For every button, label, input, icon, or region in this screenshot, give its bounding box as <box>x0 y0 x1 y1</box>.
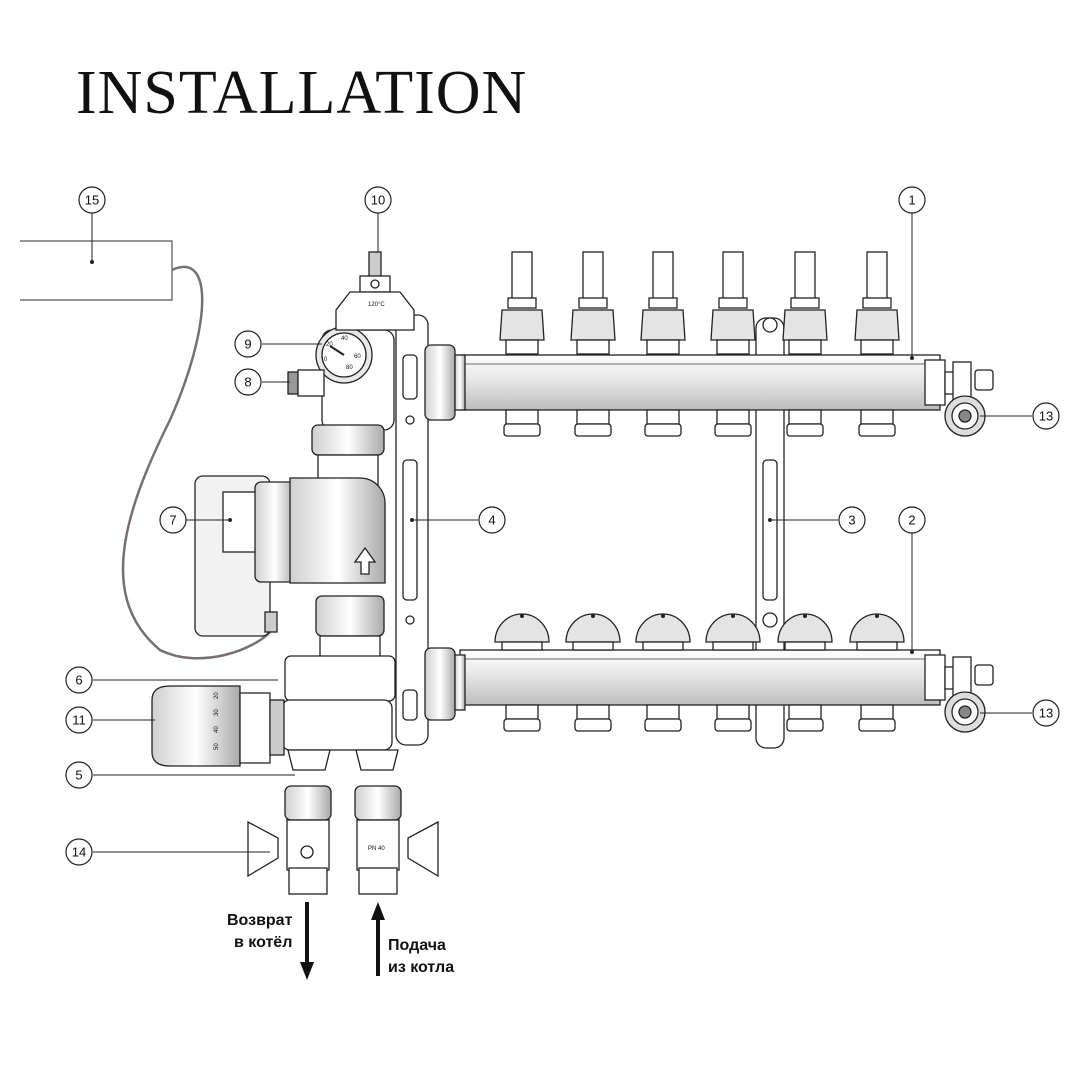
outlet-fitting <box>644 409 682 437</box>
gauge-tick-20: 20 <box>326 342 333 348</box>
callout-number: 13 <box>1039 409 1053 424</box>
head-tick-40: 40 <box>214 726 220 733</box>
valve-cap <box>849 613 905 651</box>
callout-number: 7 <box>169 513 176 528</box>
gauge-tick-0: 0 <box>324 357 328 363</box>
callout-15: 15 <box>78 186 106 214</box>
outlet-fitting <box>503 409 541 437</box>
flow-meter <box>710 251 756 355</box>
flow-meters <box>499 251 900 355</box>
return-caption-line1: Возврат <box>227 912 293 929</box>
callout-number: 5 <box>75 768 82 783</box>
supply-manifold <box>459 354 964 411</box>
callout-number: 6 <box>75 673 82 688</box>
drain-valve-top <box>944 361 994 437</box>
callout-number: 2 <box>908 513 915 528</box>
callout-11: 11 <box>65 706 93 734</box>
return-arrow <box>300 902 314 980</box>
valve-cap <box>705 613 761 651</box>
callout-number: 13 <box>1039 706 1053 721</box>
callout-4: 4 <box>478 506 506 534</box>
callout-6: 6 <box>65 666 93 694</box>
mounting-bracket-left <box>395 314 429 746</box>
outlet-fitting <box>858 409 896 437</box>
callout-number: 14 <box>72 845 86 860</box>
callout-8: 8 <box>234 368 262 396</box>
callout-13: 13 <box>1032 699 1060 727</box>
gauge-tick-80: 80 <box>346 365 353 371</box>
outlet-fitting <box>574 704 612 732</box>
callout-13: 13 <box>1032 402 1060 430</box>
safety-thermostat <box>335 251 415 331</box>
outlet-fitting <box>714 704 752 732</box>
outlet-fitting <box>786 409 824 437</box>
supply-caption-line1: Подача <box>388 937 446 954</box>
outlet-fittings <box>503 409 896 732</box>
union-nuts <box>424 344 466 721</box>
outlet-fitting <box>644 704 682 732</box>
valve-cap <box>777 613 833 651</box>
outlet-fitting <box>714 409 752 437</box>
callout-number: 8 <box>244 375 251 390</box>
valve-rating-right: PN 40 <box>368 846 385 852</box>
head-tick-20: 20 <box>214 692 220 699</box>
callout-3: 3 <box>838 506 866 534</box>
callout-10: 10 <box>364 186 392 214</box>
callout-7: 7 <box>159 506 187 534</box>
callout-14: 14 <box>65 838 93 866</box>
flow-meter <box>782 251 828 355</box>
outlet-fitting <box>503 704 541 732</box>
outlet-fitting <box>858 704 896 732</box>
valve-caps <box>494 613 905 651</box>
callout-number: 11 <box>72 713 86 728</box>
callout-9: 9 <box>234 330 262 358</box>
callout-dots <box>90 260 914 654</box>
supply-caption-line2: из котла <box>388 959 454 976</box>
gauge-tick-40: 40 <box>341 336 348 342</box>
temperature-gauge <box>315 326 373 384</box>
valve-cap <box>494 613 550 651</box>
valve-cap <box>565 613 621 651</box>
callout-bubbles: 1 2 3 4 5 6 7 8 9 10 11 13 13 14 15 <box>65 186 1060 866</box>
callout-number: 9 <box>244 337 251 352</box>
ball-valve-left <box>247 785 332 895</box>
callout-number: 15 <box>85 193 99 208</box>
flow-meter <box>640 251 686 355</box>
outlet-fitting <box>786 704 824 732</box>
page-title: INSTALLATION <box>76 59 528 127</box>
return-manifold <box>459 649 964 706</box>
ball-valve-right <box>354 785 439 895</box>
callout-number: 4 <box>488 513 495 528</box>
callout-number: 3 <box>848 513 855 528</box>
callout-5: 5 <box>65 761 93 789</box>
fill-port <box>287 369 325 397</box>
thermostat-max-label: 120°C <box>368 302 385 308</box>
return-caption-line2: в котёл <box>234 934 292 951</box>
callout-1: 1 <box>898 186 926 214</box>
circulation-pump <box>194 475 386 637</box>
room-controller <box>20 240 273 660</box>
head-tick-30: 30 <box>214 709 220 716</box>
head-tick-50: 50 <box>214 743 220 750</box>
gauge-tick-60: 60 <box>354 354 361 360</box>
supply-arrow <box>371 902 385 976</box>
callout-number: 1 <box>908 193 915 208</box>
valve-cap <box>635 613 691 651</box>
flow-meter <box>499 251 545 355</box>
thermostatic-head <box>151 685 285 767</box>
callout-number: 10 <box>371 193 385 208</box>
flow-meter <box>570 251 616 355</box>
callout-2: 2 <box>898 506 926 534</box>
outlet-fitting <box>574 409 612 437</box>
callout-leaders <box>91 212 1032 853</box>
drain-valve-bottom <box>944 656 994 733</box>
flow-meter <box>854 251 900 355</box>
